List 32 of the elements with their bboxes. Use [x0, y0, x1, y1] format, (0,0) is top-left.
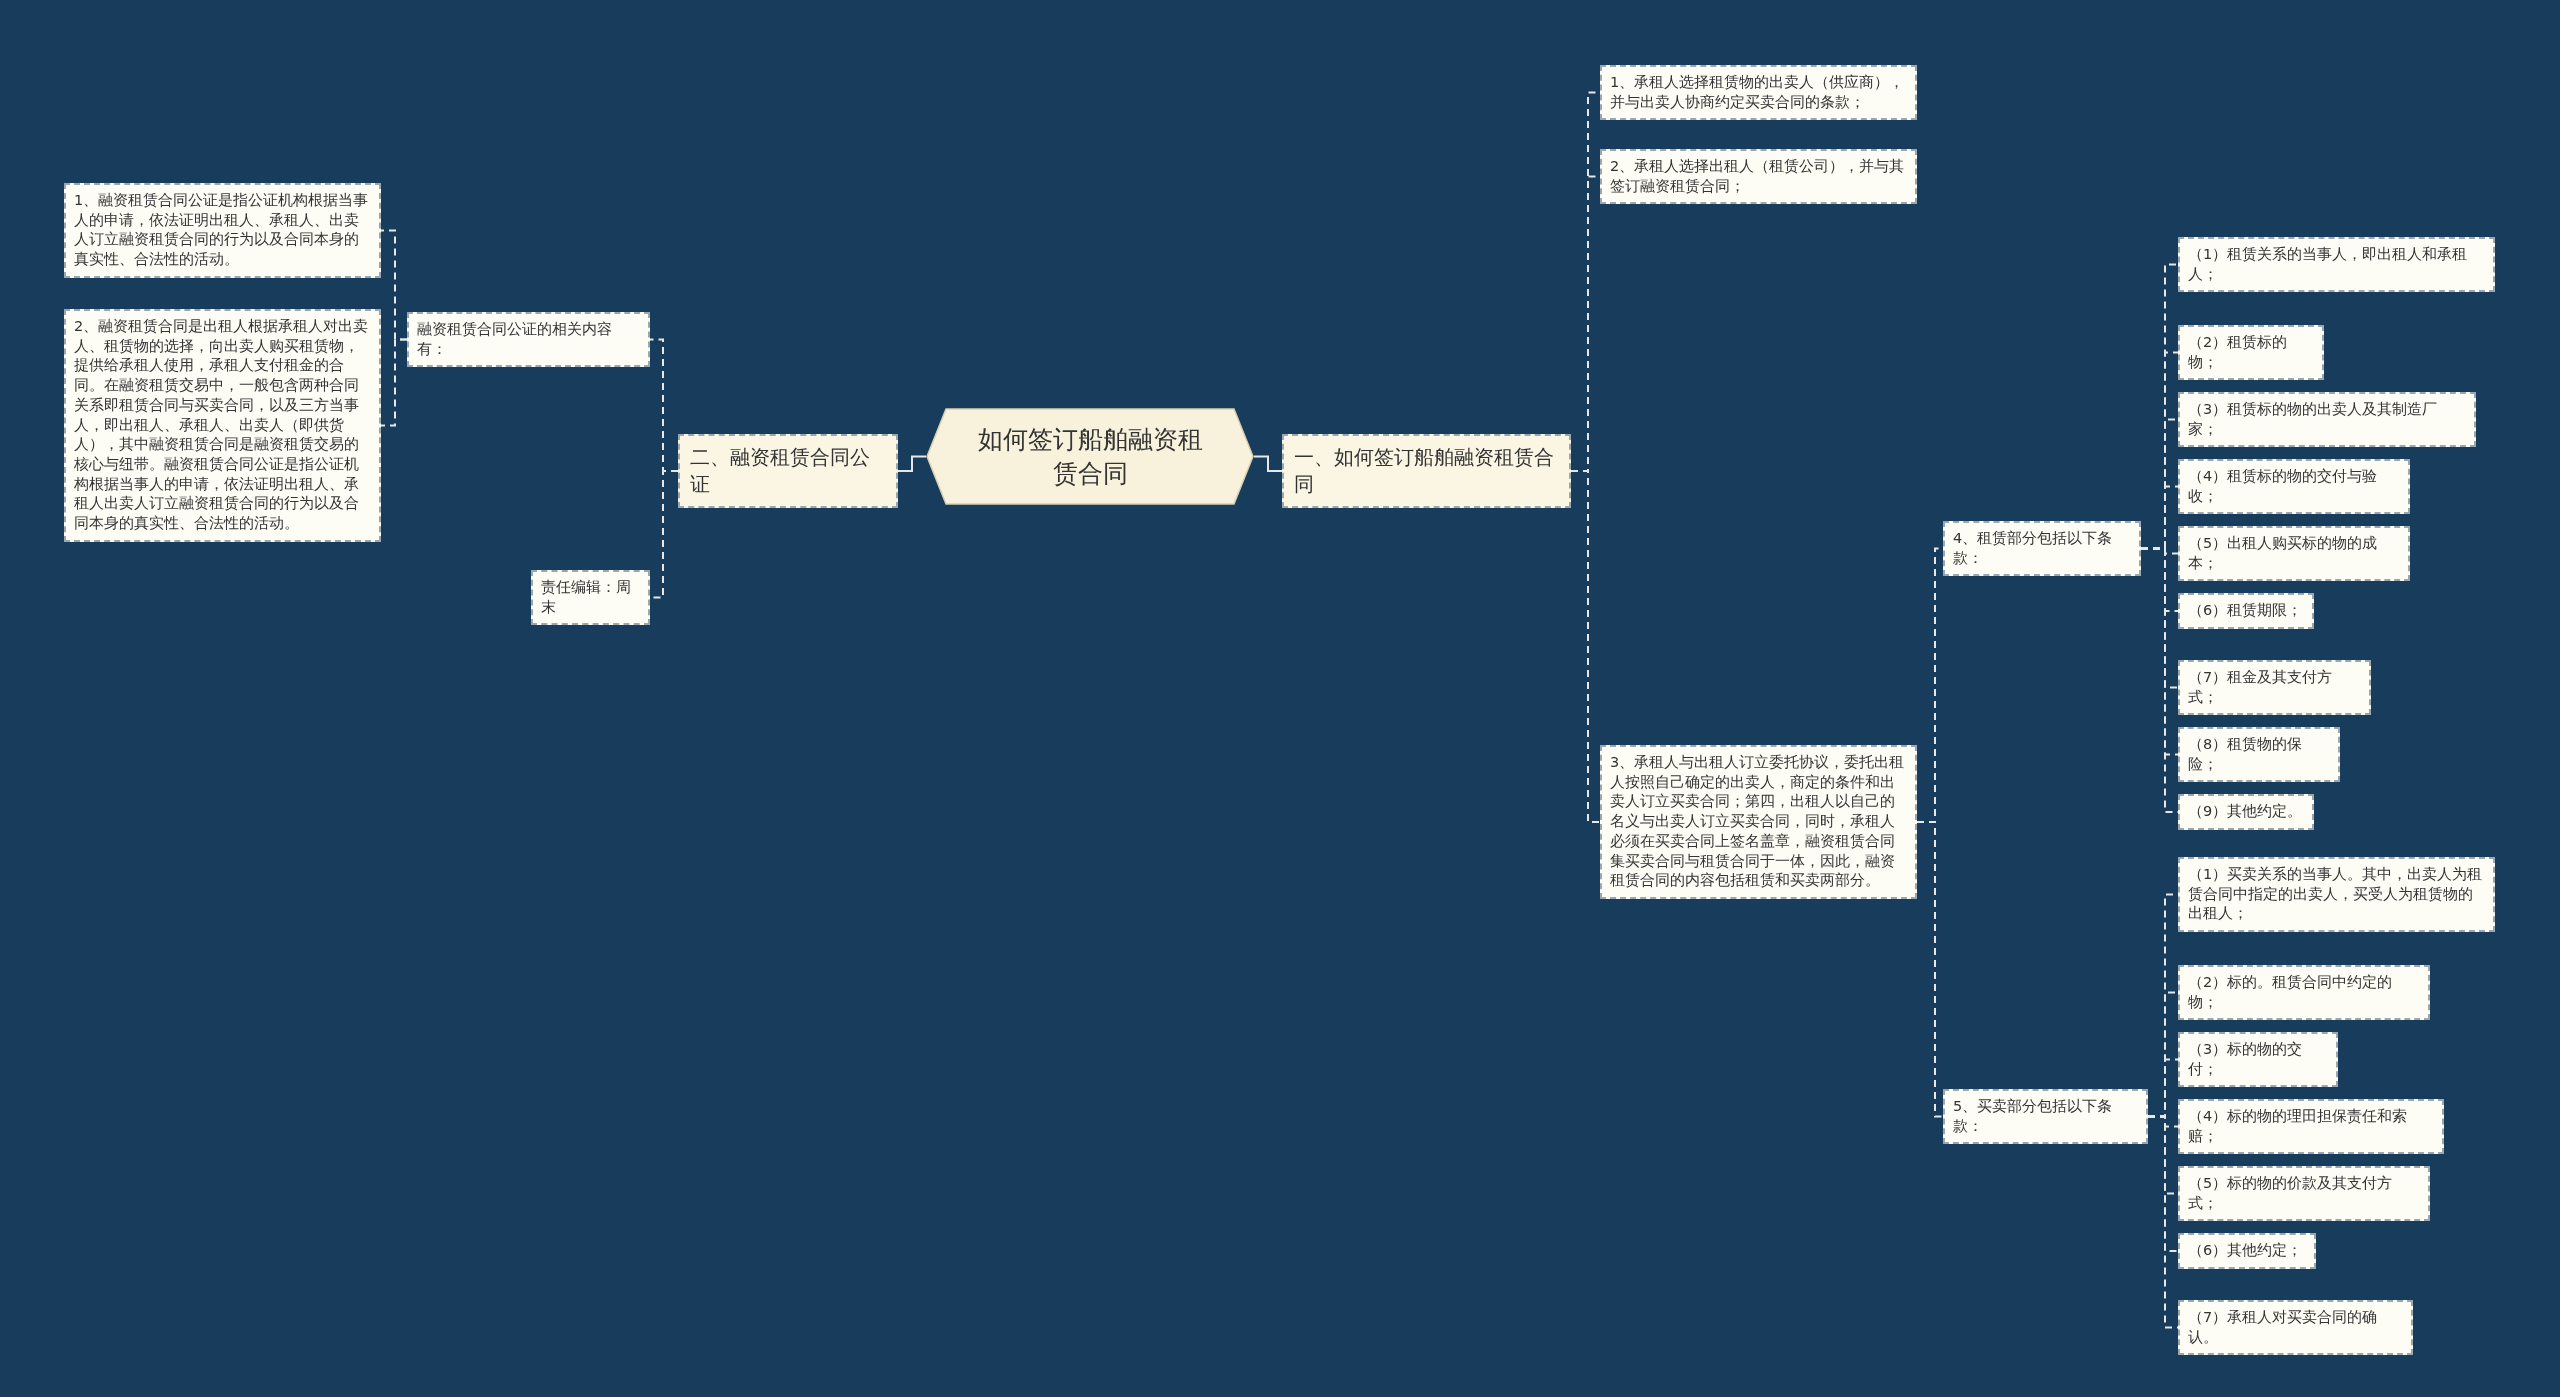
subtopic-box: （5）标的物的价款及其支付方式；: [2178, 1166, 2430, 1222]
subtopic-box: （3）租赁标的物的出卖人及其制造厂家；: [2178, 392, 2476, 448]
subtopic-box: （7）租金及其支付方式；: [2178, 660, 2371, 716]
subtopic-box: （4）租赁标的物的交付与验收；: [2178, 459, 2410, 515]
connector-line: [1253, 455, 1283, 472]
subtopic-box: 融资租赁合同公证的相关内容有：: [407, 312, 650, 368]
subtopic-box: 3、承租人与出租人订立委托协议，委托出租人按照自己确定的出卖人，商定的条件和出卖人订立买卖合同；第四，出租人以自己的名义与出卖人订立买卖合同，同时，承租人必须在买卖合同上签名盖章，融资租赁合同集买卖合同与租赁合同于一体，因此，融资租赁合同的内容包括租赁和买卖两部分。: [1600, 745, 1917, 900]
subtopic-box: （7）承租人对买卖合同的确认。: [2178, 1300, 2413, 1356]
subtopic-box: 1、承租人选择租赁物的出卖人（供应商），并与出卖人协商约定买卖合同的条款；: [1600, 65, 1917, 121]
connector-line: [897, 455, 927, 472]
topic-hexagon: 如何签订船舶融资租赁合同: [926, 408, 1254, 505]
subtopic-box: 2、融资租赁合同是出租人根据承租人对出卖人、租赁物的选择，向出卖人购买租赁物，提供给承租人使用，承租人支付租金的合同。在融资租赁交易中，一般包含两种合同关系即租赁合同与买卖合同，以及三方当事人，即出租人、承租人、出卖人（即供货人），其中融资租赁合同是融资租赁交易的核心与纽带。融资租赁合同公证是指公证机构根据当事人的申请，依法证明出租人、承租人出卖人订立融资租赁合同的行为以及合同本身的真实性、合法性的活动。: [64, 309, 381, 542]
subtopic-box: （1）租赁关系的当事人，即出租人和承租人；: [2178, 237, 2495, 293]
subtopic-box: （5）出租人购买标的物的成本；: [2178, 526, 2410, 582]
subtopic-box: （4）标的物的理田担保责任和索赔；: [2178, 1099, 2444, 1155]
subtopic-box: （8）租赁物的保险；: [2178, 727, 2340, 783]
subtopic-box: 4、租赁部分包括以下条款：: [1943, 521, 2141, 577]
subtopic-box: （1）买卖关系的当事人。其中，出卖人为租赁合同中指定的出卖人，买受人为租赁物的出租人；: [2178, 857, 2495, 933]
subtopic-box: （6）其他约定；: [2178, 1233, 2316, 1269]
subtopic-box: 责任编辑：周末: [531, 570, 650, 626]
subtopic-box: （2）标的。租赁合同中约定的物；: [2178, 965, 2430, 1021]
subtopic-box: （3）标的物的交付；: [2178, 1032, 2338, 1088]
subtopic-box: （9）其他约定。: [2178, 794, 2314, 830]
subtopic-box: （2）租赁标的物；: [2178, 325, 2324, 381]
subtopic-box: 1、融资租赁合同公证是指公证机构根据当事人的申请，依法证明出租人、承租人、出卖人订立融资租赁合同的行为以及合同本身的真实性、合法性的活动。: [64, 183, 381, 278]
subtopic-box: 5、买卖部分包括以下条款：: [1943, 1089, 2148, 1145]
topic-box: 二、融资租赁合同公证: [678, 434, 898, 509]
connector-line: [1916, 821, 1944, 1118]
connector-line: [380, 338, 408, 427]
subtopic-box: （6）租赁期限；: [2178, 593, 2314, 629]
topic-box: 一、如何签订船舶融资租赁合同: [1282, 434, 1571, 509]
subtopic-box: 2、承租人选择出租人（租赁公司），并与其签订融资租赁合同；: [1600, 149, 1917, 205]
